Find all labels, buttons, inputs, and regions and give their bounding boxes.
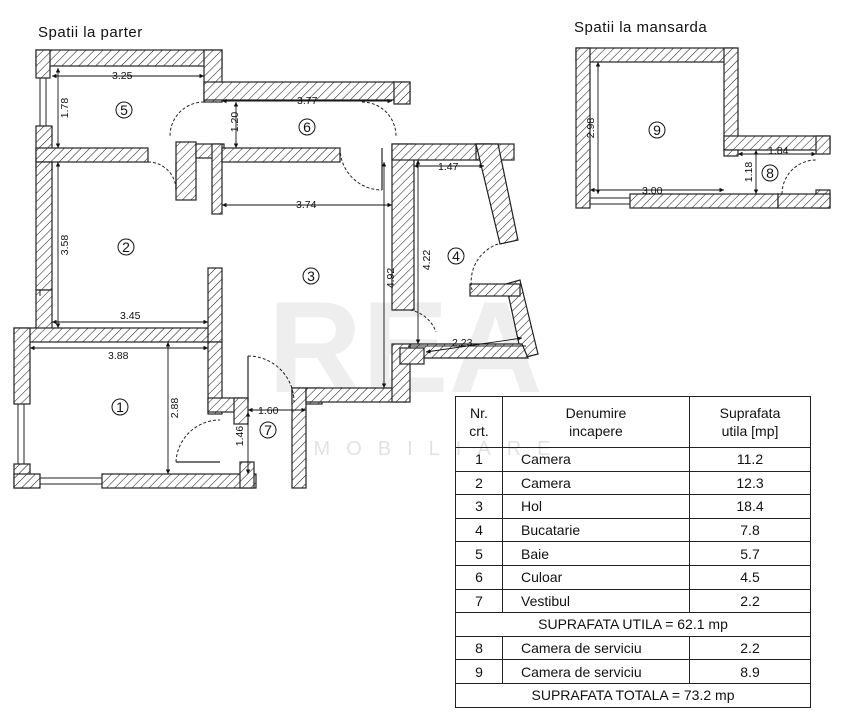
- row-area: 11.2: [689, 447, 811, 472]
- row-name: Bucatarie: [502, 517, 690, 543]
- room-1-label: 1: [116, 399, 124, 415]
- dim-1-20: 1.20: [229, 112, 241, 133]
- room-8-marker: [761, 164, 779, 182]
- title-mansarda: Spatii la mansarda: [574, 19, 708, 36]
- dim-1-78: 1.78: [59, 98, 71, 119]
- dim-2-98: 2.98: [585, 118, 597, 139]
- row-nr: 6: [455, 564, 503, 590]
- room-7-label: 7: [264, 422, 272, 438]
- dim-1-18: 1.18: [743, 162, 755, 183]
- subtotal: SUPRAFATA UTILA = 62.1 mp: [455, 612, 811, 637]
- row-nr: 8: [455, 635, 503, 661]
- dim-3-58: 3.58: [59, 235, 71, 256]
- table-row: 5 Baie 5.7: [455, 541, 811, 566]
- row-name: Camera de serviciu: [502, 635, 690, 661]
- dimension-labels-mansarda: 2.98 1.84 1.18 3.00: [585, 118, 789, 197]
- table-header-row: Nr. crt. Denumire incapere Suprafata uti…: [455, 396, 811, 448]
- row-nr: 7: [455, 588, 503, 614]
- table-row: 4 Bucatarie 7.8: [455, 517, 811, 543]
- row-nr: 3: [455, 494, 503, 519]
- dim-1-47: 1.47: [438, 161, 459, 173]
- row-area: 7.8: [689, 517, 811, 543]
- room-number-labels: 1 2 3 4 5 6 7 8 9: [116, 102, 774, 438]
- row-area: 18.4: [689, 494, 811, 519]
- room-5-label: 5: [120, 102, 128, 118]
- row-area: 8.9: [689, 659, 811, 684]
- room-9-marker: [648, 121, 666, 139]
- row-area: 5.7: [689, 541, 811, 566]
- dim-3-77: 3.77: [297, 95, 318, 107]
- row-name: Camera: [502, 447, 690, 472]
- dim-4-22: 4.22: [421, 250, 433, 271]
- dim-1-84: 1.84: [768, 145, 789, 157]
- room-7-marker: [259, 421, 277, 439]
- dim-3-00: 3.00: [642, 185, 663, 197]
- dim-1-46: 1.46: [234, 426, 246, 447]
- dim-1-60: 1.60: [258, 405, 279, 417]
- room-2-marker: [117, 238, 135, 256]
- dim-4-92: 4.92: [385, 268, 397, 289]
- row-nr: 2: [455, 470, 503, 496]
- dim-3-25: 3.25: [112, 70, 133, 82]
- row-name: Vestibul: [502, 588, 690, 614]
- row-area: 2.2: [689, 588, 811, 614]
- table-row: 7 Vestibul 2.2: [455, 588, 811, 614]
- doors: [147, 101, 499, 463]
- subtotal-row: SUPRAFATA UTILA = 62.1 mp: [455, 612, 811, 637]
- table-row: 1 Camera 11.2: [455, 447, 811, 472]
- header-name: Denumire incapere: [502, 396, 690, 448]
- dim-3-45: 3.45: [120, 310, 141, 322]
- room-9-label: 9: [653, 122, 661, 138]
- room-4-marker: [447, 247, 465, 265]
- room-numbers: [111, 101, 779, 439]
- dim-2-23: 2.23: [452, 337, 473, 349]
- row-area: 12.3: [689, 470, 811, 496]
- area-table: Nr. crt. Denumire incapere Suprafata uti…: [455, 396, 811, 708]
- windows-mansarda: [590, 159, 817, 205]
- table-row: 2 Camera 12.3: [455, 470, 811, 496]
- header-area: Suprafata utila [mp]: [689, 396, 811, 448]
- dimension-labels: 3.25 3.77 1.78 1.20 3.74 1.47 3.58 4.22 …: [59, 70, 473, 446]
- row-nr: 9: [455, 659, 503, 684]
- row-nr: 5: [455, 541, 503, 566]
- row-name: Hol: [502, 494, 690, 519]
- room-6-label: 6: [303, 119, 311, 135]
- total-row: SUPRAFATA TOTALA = 73.2 mp: [455, 682, 811, 708]
- row-name: Camera: [502, 470, 690, 496]
- dim-3-74: 3.74: [296, 199, 317, 211]
- table-row: 6 Culoar 4.5: [455, 564, 811, 590]
- room-4-label: 4: [452, 248, 460, 264]
- row-name: Baie: [502, 541, 690, 566]
- row-nr: 1: [455, 447, 503, 472]
- room-1-marker: [111, 398, 129, 416]
- table-row: 9 Camera de serviciu 8.9: [455, 659, 811, 684]
- row-area: 2.2: [689, 635, 811, 661]
- dimension-lines: [30, 68, 523, 474]
- room-3-marker: [302, 267, 320, 285]
- title-parter: Spatii la parter: [38, 24, 143, 41]
- room-5-marker: [115, 101, 133, 119]
- room-2-label: 2: [122, 239, 130, 255]
- dim-2-88: 2.88: [169, 398, 181, 419]
- total: SUPRAFATA TOTALA = 73.2 mp: [455, 682, 811, 708]
- dimension-lines-mansarda: [590, 62, 816, 194]
- room-3-label: 3: [307, 268, 315, 284]
- table-row: 8 Camera de serviciu 2.2: [455, 635, 811, 661]
- row-area: 4.5: [689, 564, 811, 590]
- room-8-label: 8: [766, 165, 774, 181]
- row-name: Culoar: [502, 564, 690, 590]
- walls-mansarda: [575, 47, 831, 209]
- row-name: Camera de serviciu: [502, 659, 690, 684]
- room-6-marker: [298, 118, 316, 136]
- table-row: 3 Hol 18.4: [455, 494, 811, 519]
- dim-3-88: 3.88: [108, 350, 129, 362]
- walls-parter: [13, 49, 539, 489]
- row-nr: 4: [455, 517, 503, 543]
- header-nr: Nr. crt.: [455, 396, 503, 448]
